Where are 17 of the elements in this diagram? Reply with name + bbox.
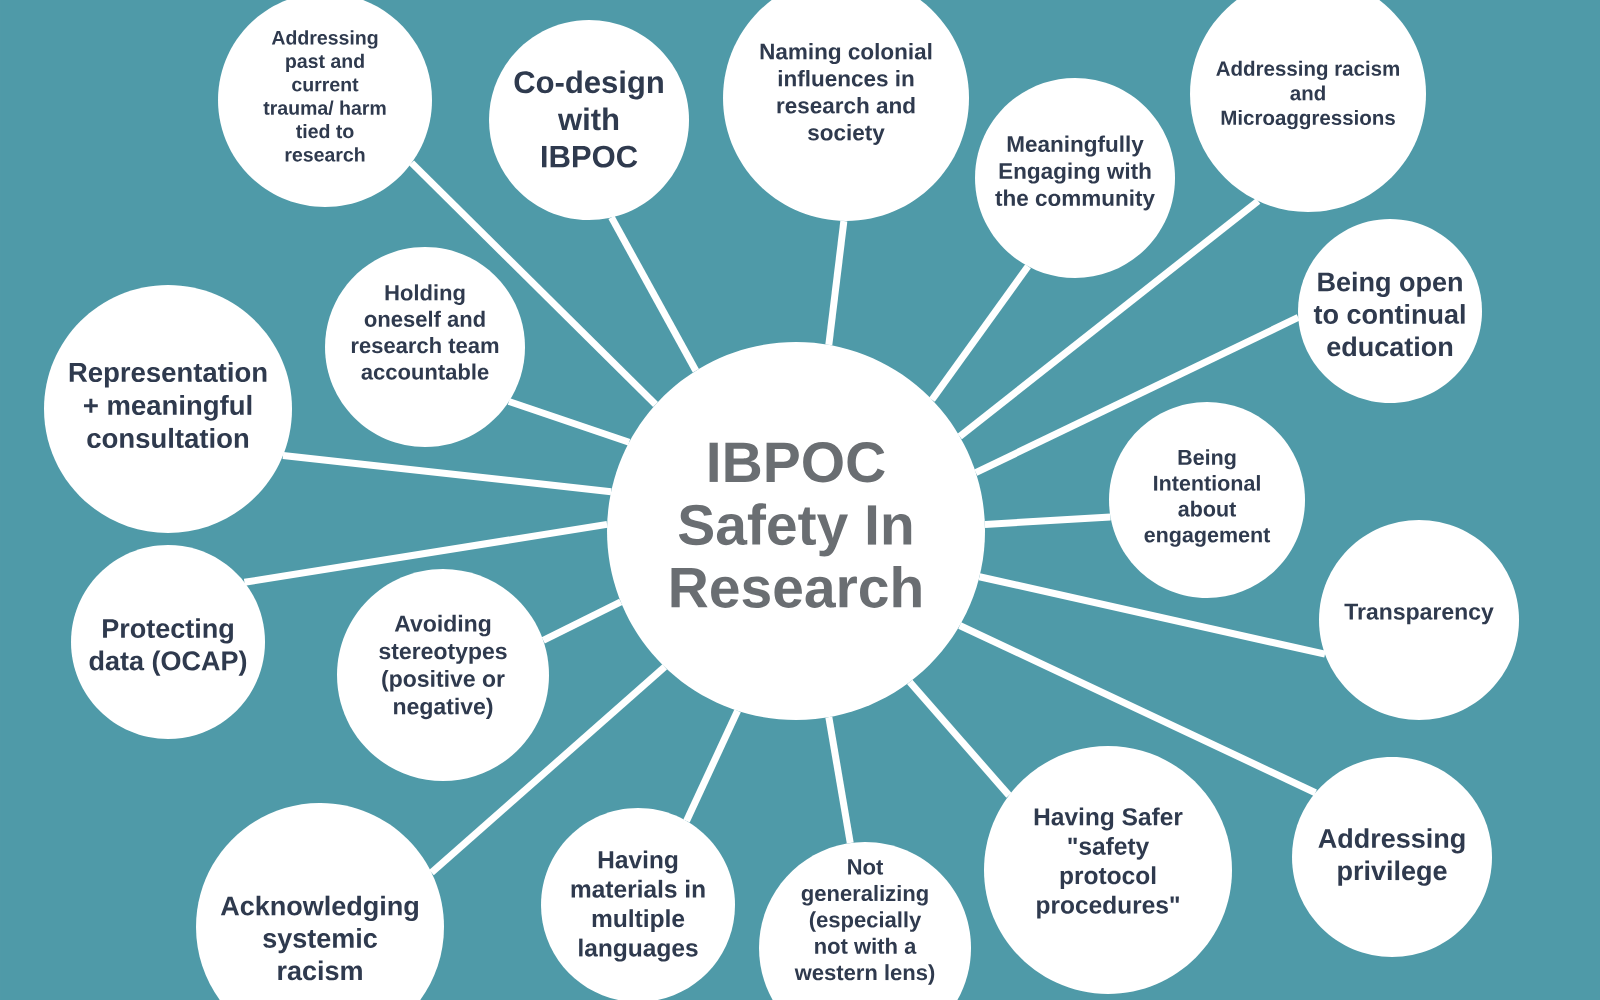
connector-line — [541, 598, 623, 644]
connector-line — [429, 664, 668, 876]
connector-line — [608, 215, 699, 373]
connector-line — [507, 398, 631, 446]
connector-line — [825, 716, 854, 844]
connector-line — [243, 520, 608, 586]
connector-line — [825, 220, 848, 346]
connector-line — [929, 264, 1031, 402]
connector-line — [958, 622, 1317, 796]
connector-line — [907, 679, 1012, 798]
connector-line — [282, 451, 612, 496]
connector-line — [984, 513, 1111, 528]
connector-line — [957, 198, 1261, 440]
connector-line — [974, 314, 1300, 476]
connector-line — [409, 160, 659, 408]
connector-line — [978, 573, 1326, 658]
connector-line — [683, 709, 741, 823]
